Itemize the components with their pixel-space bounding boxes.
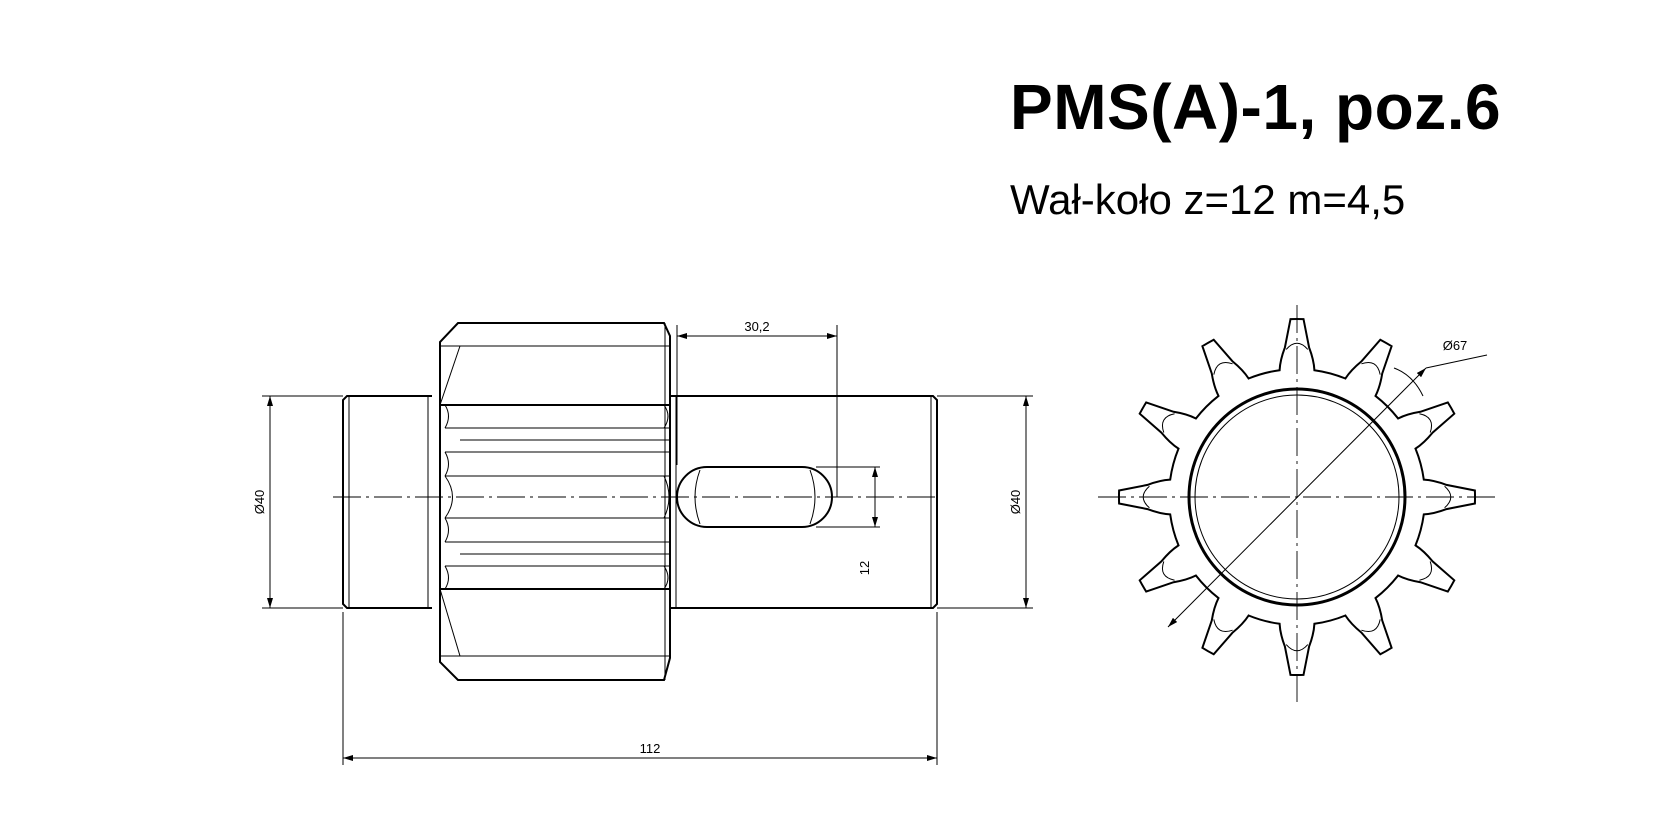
keyway-slot bbox=[676, 466, 833, 528]
gear-tooth-arc bbox=[1419, 413, 1433, 433]
dim-keyway-width: 12 bbox=[816, 466, 880, 575]
gear-tooth-arc bbox=[1361, 619, 1381, 633]
gear-tooth-arc bbox=[1213, 619, 1233, 633]
dim-keyway-width-label: 12 bbox=[857, 561, 872, 575]
left-journal bbox=[342, 395, 432, 609]
side-view: 30,2 12 Ø40 Ø40 112 bbox=[252, 319, 1033, 765]
gear-tooth-arc bbox=[1444, 485, 1452, 509]
drawing-subtitle: Wał-koło z=12 m=4,5 bbox=[1010, 176, 1406, 223]
gear-tooth-arc bbox=[1285, 644, 1309, 652]
gear-tooth-arc bbox=[1361, 361, 1381, 375]
dim-tip-diameter-label: Ø67 bbox=[1443, 338, 1468, 353]
dim-tip-diameter: Ø67 bbox=[1167, 338, 1488, 628]
dim-left-diameter-label: Ø40 bbox=[252, 490, 267, 515]
gear-tooth-arc bbox=[1161, 561, 1175, 581]
gear-tooth-arc bbox=[1161, 413, 1175, 433]
dim-right-diameter: Ø40 bbox=[937, 395, 1033, 609]
gear-tooth-arc bbox=[1142, 485, 1150, 509]
dim-keyway-length-label: 30,2 bbox=[744, 319, 769, 334]
dim-keyway-length: 30,2 bbox=[676, 319, 838, 497]
gear-tooth-arc bbox=[1213, 361, 1233, 375]
dim-total-length: 112 bbox=[342, 612, 938, 765]
gear-tooth-arc bbox=[1285, 342, 1309, 350]
gear-tooth-arc bbox=[1419, 561, 1433, 581]
gear-body bbox=[439, 322, 671, 681]
right-shaft bbox=[670, 395, 938, 609]
drawing-title: PMS(A)-1, poz.6 bbox=[1010, 71, 1502, 143]
dim-right-diameter-label: Ø40 bbox=[1008, 490, 1023, 515]
dim-left-diameter: Ø40 bbox=[252, 395, 343, 609]
front-view: Ø67 bbox=[1098, 305, 1496, 702]
dim-total-length-label: 112 bbox=[640, 741, 661, 756]
